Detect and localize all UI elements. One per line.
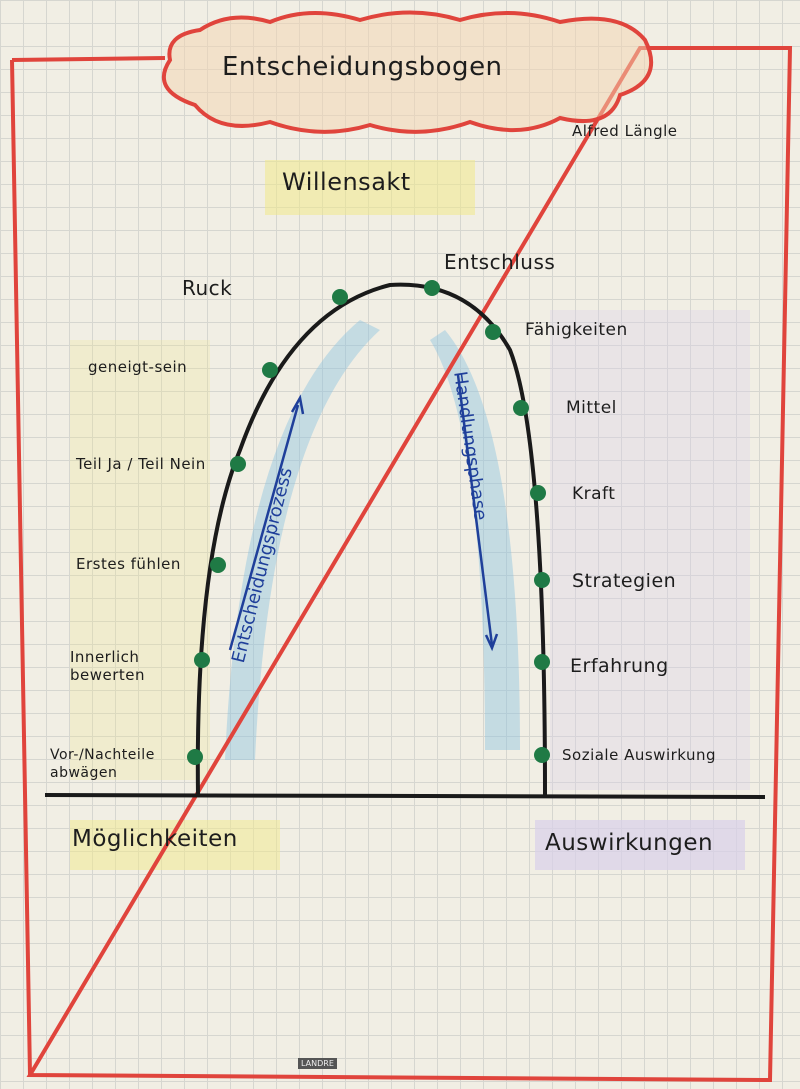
apex-right-label: Entschluss — [444, 250, 556, 274]
red-border — [10, 46, 793, 1083]
dot — [187, 749, 203, 765]
left-step: Erstes fühlen — [76, 555, 181, 573]
author: Alfred Längle — [572, 122, 678, 140]
bottom-right-label: Auswirkungen — [545, 830, 714, 856]
apex-left-label: Ruck — [182, 276, 233, 300]
dot — [230, 456, 246, 472]
right-step: Mittel — [566, 398, 617, 418]
top-label: Willensakt — [282, 168, 411, 196]
left-step: Teil Ja / Teil Nein — [76, 455, 206, 473]
highlight-left-column — [70, 340, 210, 780]
dot — [262, 362, 278, 378]
right-step: Soziale Auswirkung — [562, 746, 717, 764]
baseline — [44, 793, 766, 799]
dot — [534, 747, 550, 763]
highlight-right-column — [550, 310, 750, 790]
left-step: Innerlich bewerten — [70, 648, 146, 684]
dot — [424, 280, 440, 296]
left-step: geneigt-sein — [88, 358, 188, 376]
shade-right — [430, 330, 520, 750]
paper-brand-logo: LANDRE — [298, 1058, 337, 1069]
arrow-up-head — [290, 394, 305, 415]
arrow-down-head — [484, 633, 499, 652]
bottom-left-label: Möglichkeiten — [72, 826, 238, 852]
dot — [534, 654, 550, 670]
dot — [513, 400, 529, 416]
right-step: Fähigkeiten — [525, 320, 628, 340]
shade-left — [225, 320, 380, 760]
dot — [210, 557, 226, 573]
dot — [534, 572, 550, 588]
highlight-willensakt — [265, 160, 475, 215]
right-step: Kraft — [572, 484, 616, 504]
highlight-auswirkungen — [535, 820, 745, 870]
arrow-down — [456, 374, 494, 646]
dot — [194, 652, 210, 668]
dot — [332, 289, 348, 305]
dot — [485, 324, 501, 340]
arrow-up — [228, 404, 300, 651]
title-cloud — [161, 10, 654, 134]
right-step: Strategien — [572, 570, 677, 592]
dot — [530, 485, 546, 501]
left-step: Vor-/Nachteile abwägen — [50, 747, 155, 781]
right-step: Erfahrung — [570, 655, 669, 677]
diagram-title: Entscheidungsbogen — [222, 52, 503, 82]
